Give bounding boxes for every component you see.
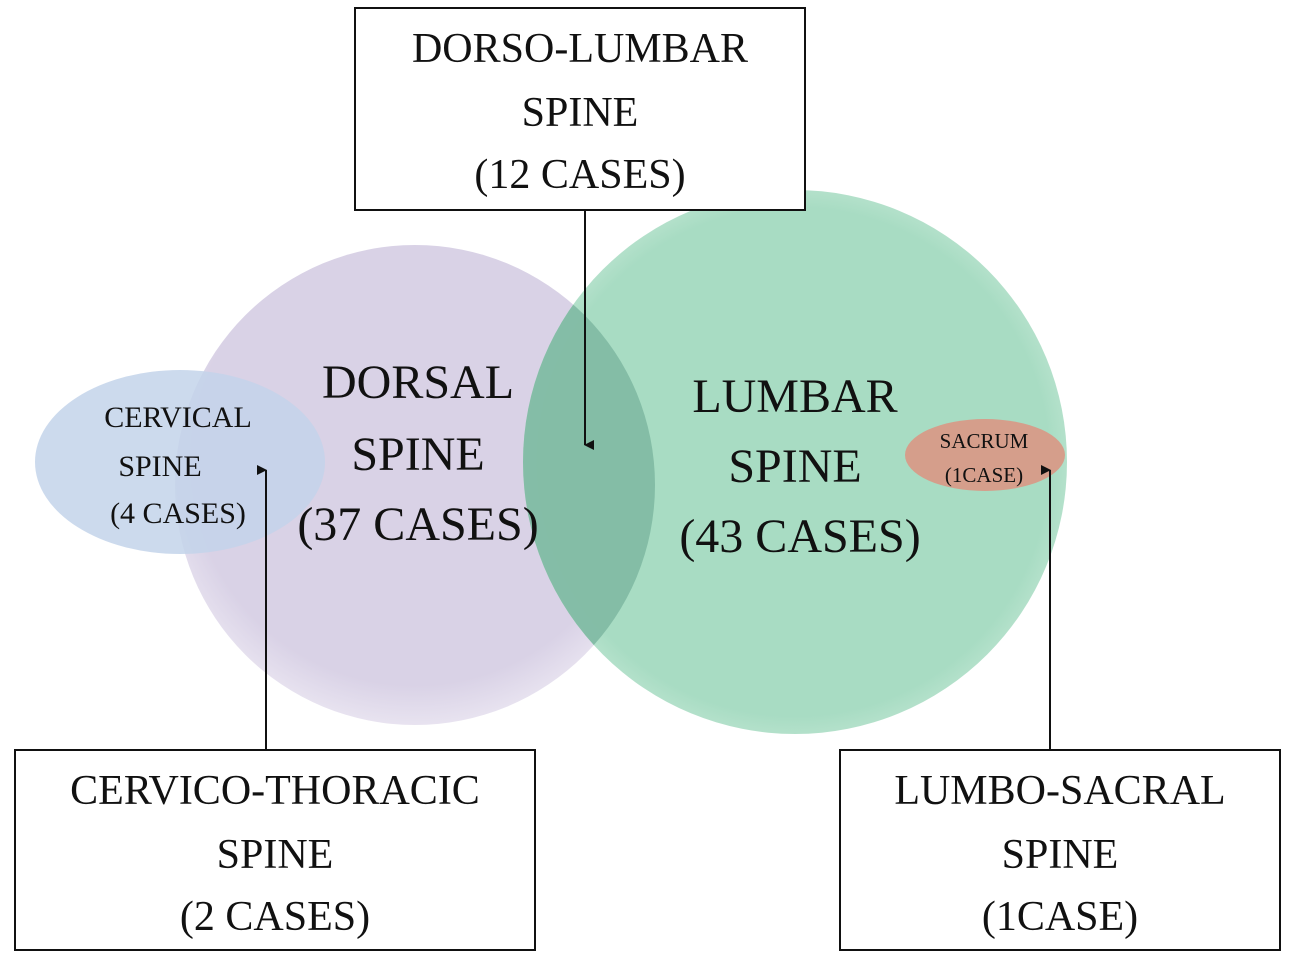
lumbo-sacral-title: LUMBO-SACRAL: [894, 768, 1225, 814]
cervico-thoracic-subtitle: SPINE: [217, 832, 334, 878]
cervico-thoracic-callout: CERVICO-THORACIC SPINE (2 CASES): [14, 749, 536, 951]
cervical-title: CERVICAL: [104, 401, 252, 434]
lumbo-sacral-count: (1CASE): [982, 894, 1138, 940]
sacrum-label: SACRUM (1CASE): [940, 429, 1029, 487]
dorsal-title: DORSAL: [322, 356, 514, 409]
sacrum-ellipse: [905, 419, 1065, 491]
dorso-lumbar-title: DORSO-LUMBAR: [412, 26, 748, 72]
lumbar-count: (43 CASES): [679, 510, 920, 563]
cervico-thoracic-count: (2 CASES): [180, 894, 370, 940]
cervico-thoracic-title: CERVICO-THORACIC: [70, 768, 480, 814]
dorsal-subtitle: SPINE: [351, 428, 484, 481]
cervical-count: (4 CASES): [110, 497, 246, 530]
dorso-lumbar-count: (12 CASES): [474, 152, 685, 198]
dorso-lumbar-callout: DORSO-LUMBAR SPINE (12 CASES): [354, 7, 806, 211]
sacrum-count: (1CASE): [945, 463, 1023, 487]
cervical-subtitle: SPINE: [118, 450, 201, 483]
lumbo-sacral-subtitle: SPINE: [1002, 832, 1119, 878]
lumbar-subtitle: SPINE: [728, 440, 861, 493]
lumbar-label: LUMBAR SPINE (43 CASES): [679, 370, 920, 563]
dorsal-count: (37 CASES): [297, 498, 538, 551]
lumbar-title: LUMBAR: [692, 370, 897, 423]
dorso-lumbar-subtitle: SPINE: [522, 90, 639, 136]
dorsal-label: DORSAL SPINE (37 CASES): [297, 356, 538, 551]
lumbo-sacral-callout: LUMBO-SACRAL SPINE (1CASE): [839, 749, 1281, 951]
sacrum-title: SACRUM: [940, 429, 1029, 453]
cervical-label: CERVICAL SPINE (4 CASES): [104, 401, 252, 530]
cervical-ellipse: [35, 370, 325, 554]
lumbar-circle: [523, 190, 1067, 734]
dorsal-circle: [175, 245, 655, 725]
